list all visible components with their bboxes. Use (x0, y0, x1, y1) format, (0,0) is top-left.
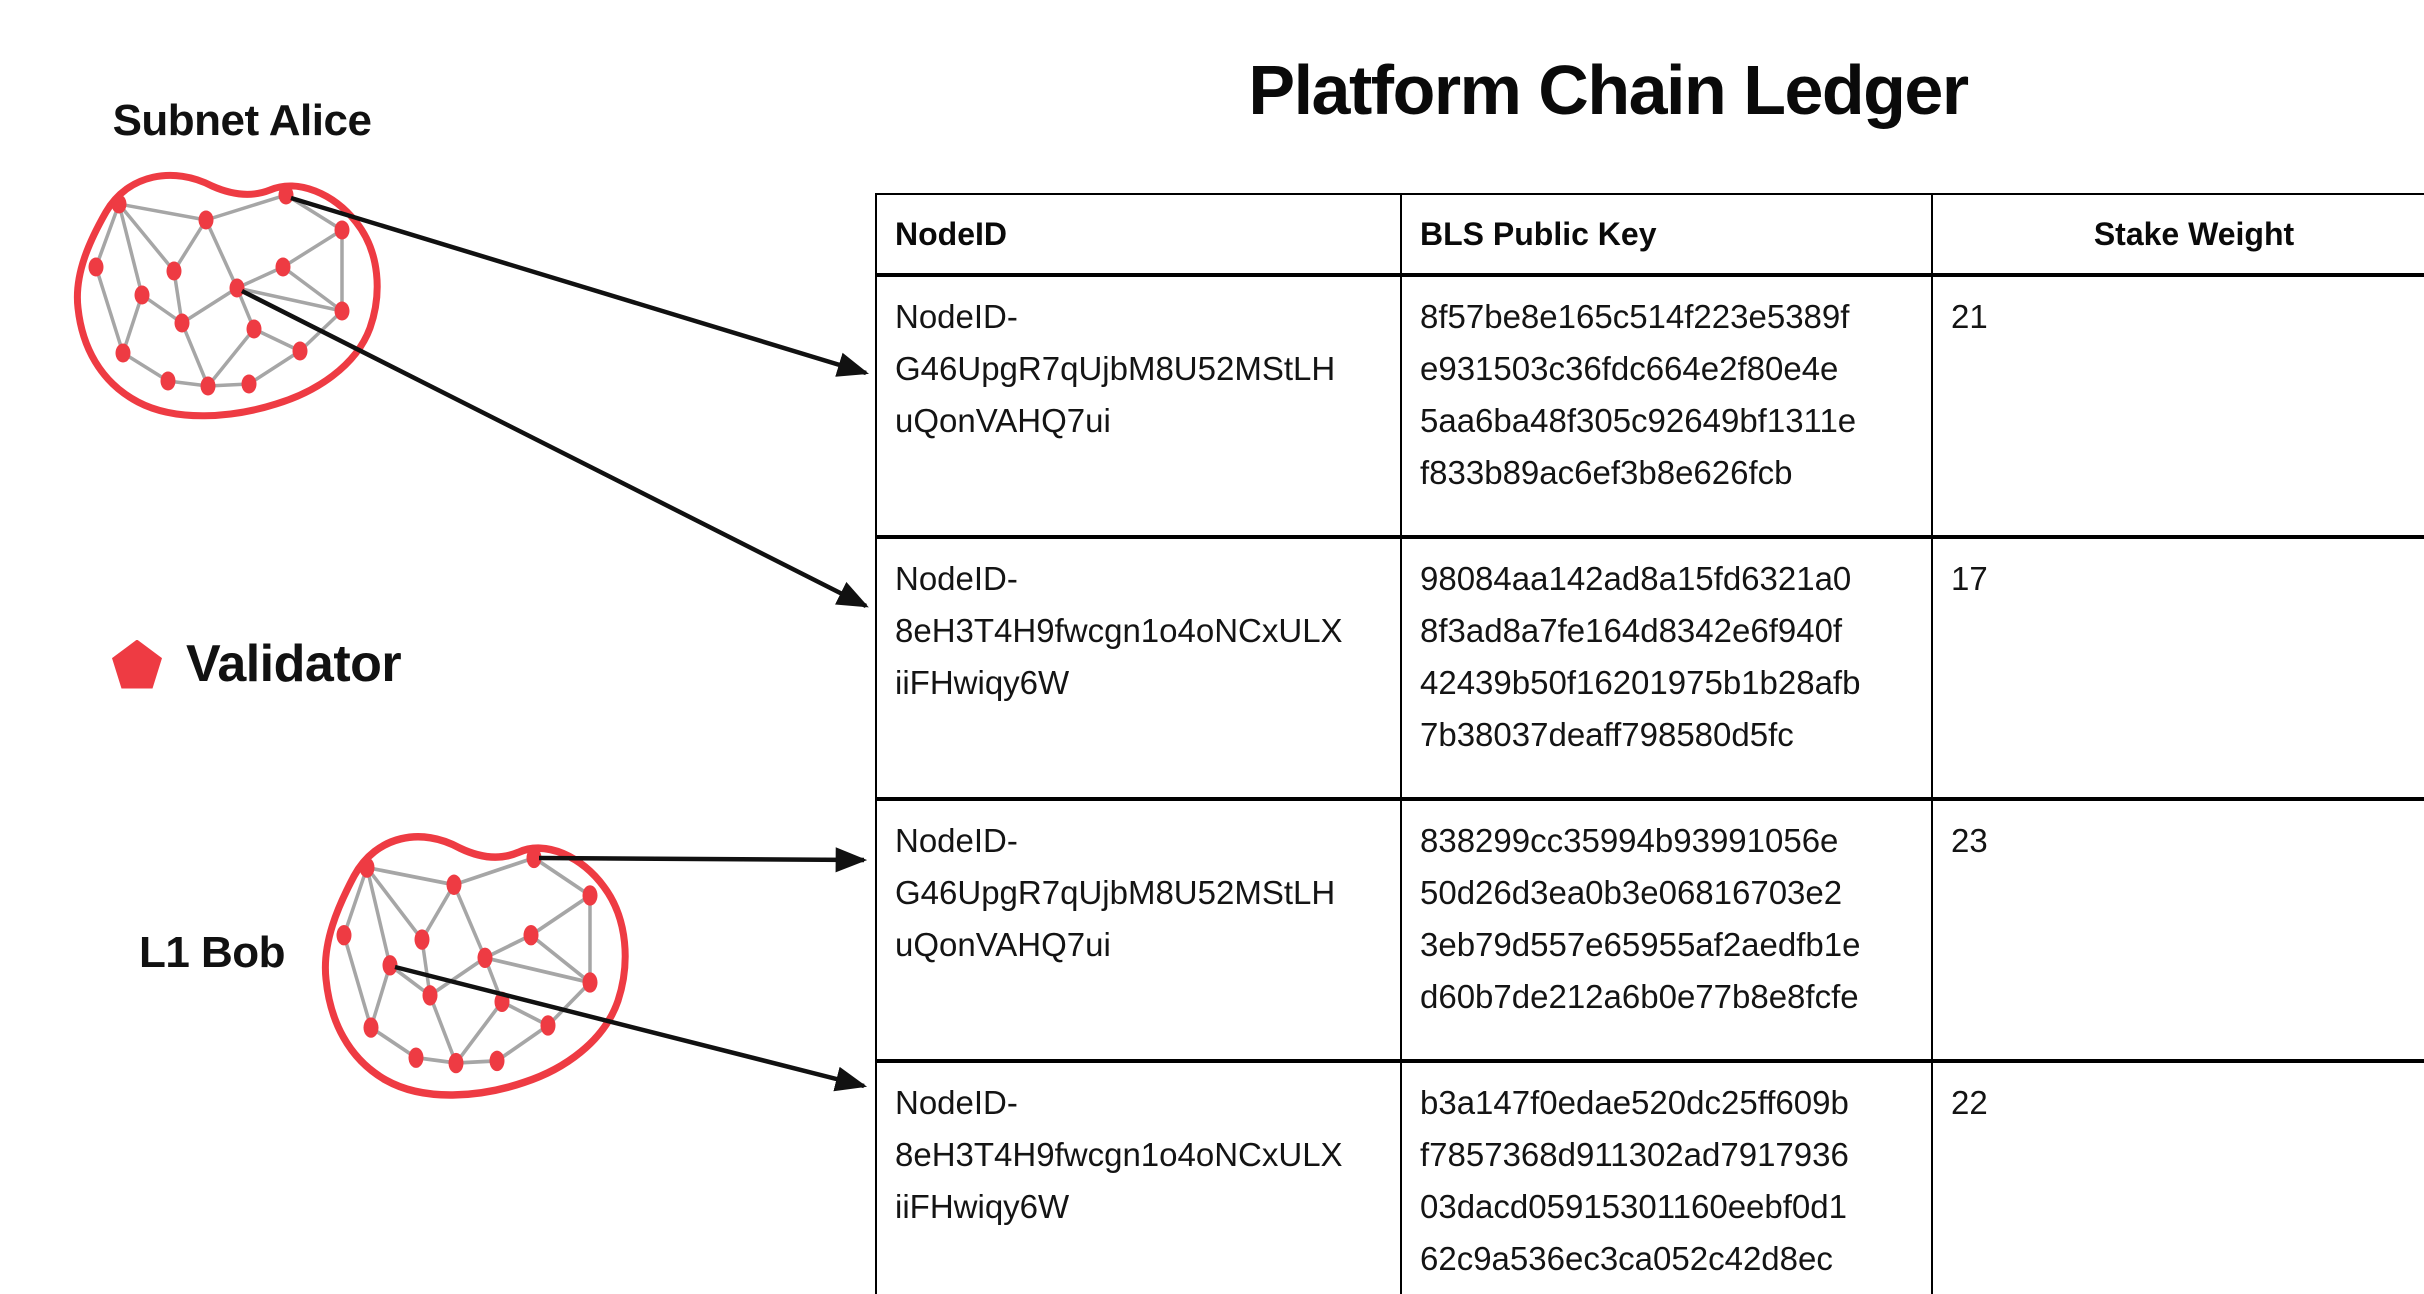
peer-connection-edge (546, 981, 592, 1027)
validator-node-icon (246, 319, 262, 339)
validator-node-icon (88, 257, 104, 277)
peer-connection-edge (370, 1025, 417, 1060)
validator-node-icon (582, 885, 598, 906)
peer-connection-edge (122, 351, 169, 383)
table-row: NodeID- 8eH3T4H9fwcgn1o4oNCxULX iiFHwiqy… (875, 536, 2424, 801)
peer-connection-edge (369, 964, 392, 1029)
peer-connection-edge (365, 867, 392, 966)
column-header-bls-public-key: BLS Public Key (1400, 193, 1933, 277)
validator-node-icon (446, 874, 462, 895)
validator-node-icon (111, 194, 127, 214)
cell-stake-weight: 17 (1931, 536, 2424, 801)
column-header-nodeid: NodeID (875, 193, 1402, 277)
validator-node-icon (200, 376, 216, 396)
validator-node-icon (489, 1050, 505, 1072)
peer-connection-edge (248, 349, 301, 386)
peer-connection-edge (365, 866, 424, 941)
validator-node-icon (278, 185, 294, 205)
subnet-alice-label: Subnet Alice (112, 96, 372, 145)
validator-pentagon-icon (112, 639, 162, 689)
validator-node-icon (422, 985, 438, 1006)
validator-node-icon (523, 925, 539, 946)
cell-nodeid: NodeID- G46UpgR7qUjbM8U52MStLH uQonVAHQ7… (875, 798, 1402, 1063)
peer-connection-edge (452, 883, 487, 959)
peer-connection-edge (205, 193, 287, 222)
validator-node-icon (408, 1047, 424, 1068)
peer-connection-edge (94, 203, 121, 268)
peer-connection-edge (484, 933, 532, 960)
peer-connection-edge (496, 1023, 549, 1063)
validator-node-icon (198, 210, 214, 230)
validator-legend-label: Validator (186, 635, 402, 693)
cell-stake-weight: 23 (1931, 798, 2424, 1063)
validator-node-icon (292, 341, 308, 361)
validator-node-icon (334, 301, 350, 321)
validator-node-icon (241, 374, 257, 394)
validator-node-icon (174, 313, 190, 333)
peer-connection-edge (117, 203, 144, 296)
peer-connection-edge (298, 309, 344, 353)
cell-nodeid: NodeID- 8eH3T4H9fwcgn1o4oNCxULX iiFHwiqy… (875, 1060, 1402, 1294)
validator-node-icon (336, 925, 352, 946)
peer-connection-edge (342, 866, 369, 936)
validator-node-icon (382, 955, 398, 976)
validator-node-icon (166, 261, 182, 281)
peer-connection-edge (121, 294, 144, 354)
peer-connection-edge (428, 994, 458, 1064)
peer-connection-edge (453, 856, 535, 887)
validator-node-icon (582, 972, 598, 993)
peer-connection-edge (420, 883, 456, 941)
validator-node-icon (275, 257, 291, 277)
peer-connection-edge (94, 266, 125, 354)
peer-connection-edge (366, 865, 455, 887)
l1-bob-label: L1 Bob (138, 928, 286, 977)
validator-node-icon (229, 278, 245, 298)
cell-nodeid: NodeID- 8eH3T4H9fwcgn1o4oNCxULX iiFHwiqy… (875, 536, 1402, 801)
peer-connection-edge (140, 293, 184, 325)
peer-connection-edge (530, 893, 591, 937)
peer-connection-edge (429, 956, 486, 997)
validator-node-icon (448, 1052, 464, 1074)
validator-node-icon (526, 847, 542, 869)
cell-bls-public-key: b3a147f0edae520dc25ff609b f7857368d91130… (1400, 1060, 1933, 1294)
peer-connection-edge (342, 934, 373, 1029)
page-title: Platform Chain Ledger (1248, 51, 1969, 129)
peer-connection-edge (533, 856, 591, 898)
cell-bls-public-key: 8f57be8e165c514f223e5389f e931503c36fdc6… (1400, 274, 1933, 539)
table-header-row: NodeID BLS Public Key Stake Weight (875, 193, 2424, 277)
table-row: NodeID- G46UpgR7qUjbM8U52MStLH uQonVAHQ7… (875, 274, 2424, 539)
cell-stake-weight: 21 (1931, 274, 2424, 539)
peer-connection-edge (236, 265, 284, 290)
platform-chain-ledger-table: NodeID BLS Public Key Stake Weight NodeI… (875, 193, 2424, 1294)
cell-stake-weight: 22 (1931, 1060, 2424, 1294)
validator-node-icon (334, 220, 350, 240)
cell-bls-public-key: 98084aa142ad8a15fd6321a0 8f3ad8a7fe164d8… (1400, 536, 1933, 801)
validator-node-icon (115, 343, 131, 363)
peer-connection-edge (204, 219, 239, 289)
table-row: NodeID- 8eH3T4H9fwcgn1o4oNCxULX iiFHwiqy… (875, 1060, 2424, 1294)
validator-node-icon (359, 857, 375, 878)
peer-connection-edge (180, 322, 210, 387)
l1-bob-network-diagram (321, 833, 629, 1099)
column-header-stake-weight: Stake Weight (1931, 193, 2424, 277)
validator-node-icon (134, 285, 150, 305)
peer-connection-edge (117, 202, 176, 273)
validator-node-icon (540, 1015, 556, 1036)
peer-connection-edge (181, 286, 238, 325)
peer-connection-edge (172, 219, 208, 272)
validator-node-icon (477, 947, 493, 968)
subnet-alice-network-diagram (73, 171, 381, 420)
table-row: NodeID- G46UpgR7qUjbM8U52MStLH uQonVAHQ7… (875, 798, 2424, 1063)
validator-node-icon (494, 991, 510, 1013)
validator-legend: Validator (112, 634, 402, 694)
peer-connection-edge (118, 202, 207, 222)
cell-nodeid: NodeID- G46UpgR7qUjbM8U52MStLH uQonVAHQ7… (875, 274, 1402, 539)
validator-node-icon (363, 1017, 379, 1038)
cell-bls-public-key: 838299cc35994b93991056e 50d26d3ea0b3e068… (1400, 798, 1933, 1063)
peer-connection-edge (282, 228, 343, 269)
validator-node-icon (414, 929, 430, 950)
validator-node-icon (160, 371, 176, 391)
